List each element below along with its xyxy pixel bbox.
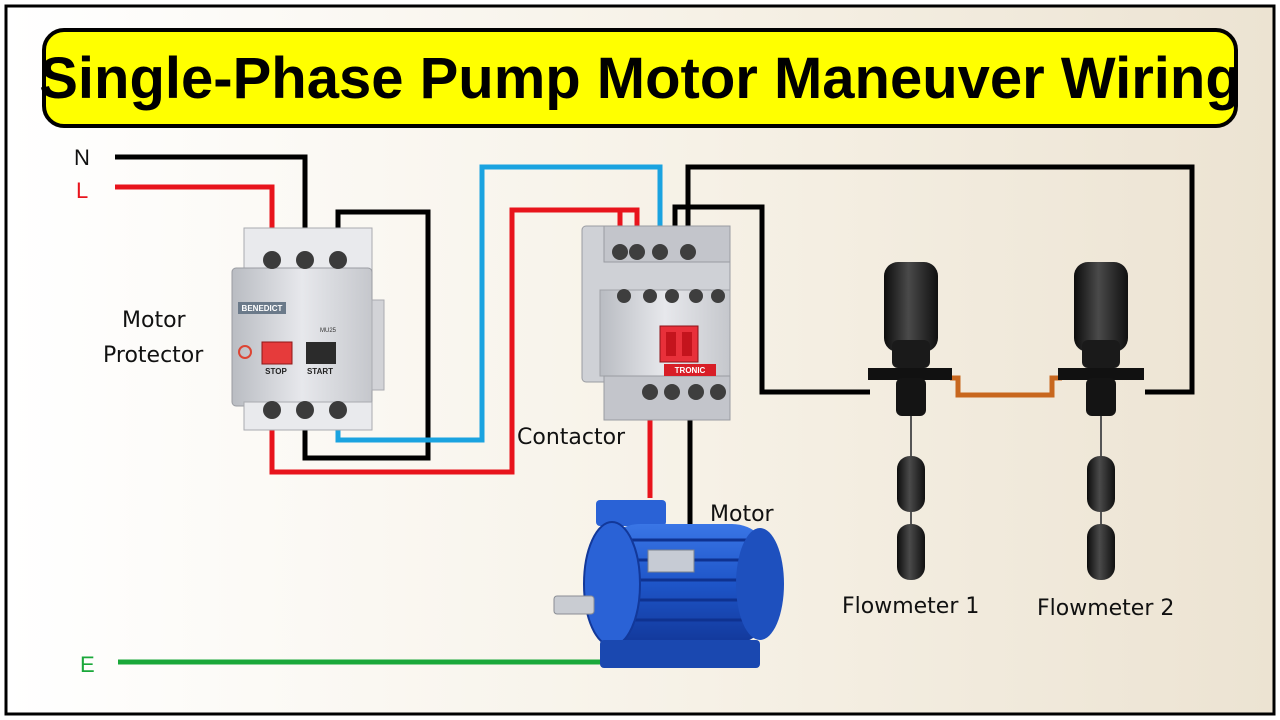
protector-start-label: START: [307, 367, 333, 376]
motor-protector-label-line2: Protector: [103, 343, 204, 368]
line-label: L: [76, 178, 89, 203]
protector-to-contactor-red-wire: [269, 207, 623, 475]
contactor-brand: TRONIC: [675, 366, 706, 375]
contactor-to-flowmeter1-wire: [672, 204, 870, 395]
flowmeter1-label: Flowmeter 1: [842, 594, 980, 619]
neutral-label: N: [74, 145, 90, 170]
motor-device: [553, 500, 784, 668]
control-blue-wire: [335, 164, 663, 443]
flowmeter2-device: [1058, 262, 1144, 580]
flowmeter-link-wire: [950, 375, 1062, 398]
neutral-wire: [115, 154, 308, 260]
protector-stop-label: STOP: [265, 367, 287, 376]
contactor-label: Contactor: [517, 425, 626, 450]
motor-protector-device: BENEDICT MU25 STOP START: [231, 227, 385, 431]
page-title: Single-Phase Pump Motor Maneuver Wiring: [39, 45, 1241, 111]
earth-label: E: [80, 652, 95, 677]
title-banner: Single-Phase Pump Motor Maneuver Wiring: [39, 28, 1241, 128]
flowmeter1-device: [868, 262, 952, 580]
motor-label: Motor: [710, 502, 774, 527]
protector-model: MU25: [320, 328, 337, 334]
protector-brand: BENEDICT: [242, 304, 283, 313]
contactor-device: TRONIC: [581, 225, 731, 421]
flowmeter2-label: Flowmeter 2: [1037, 596, 1175, 621]
protector-loop-wire: [302, 209, 431, 461]
contactor-to-flowmeter2-wire: [685, 164, 1195, 395]
motor-protector-label-line1: Motor: [122, 308, 186, 333]
